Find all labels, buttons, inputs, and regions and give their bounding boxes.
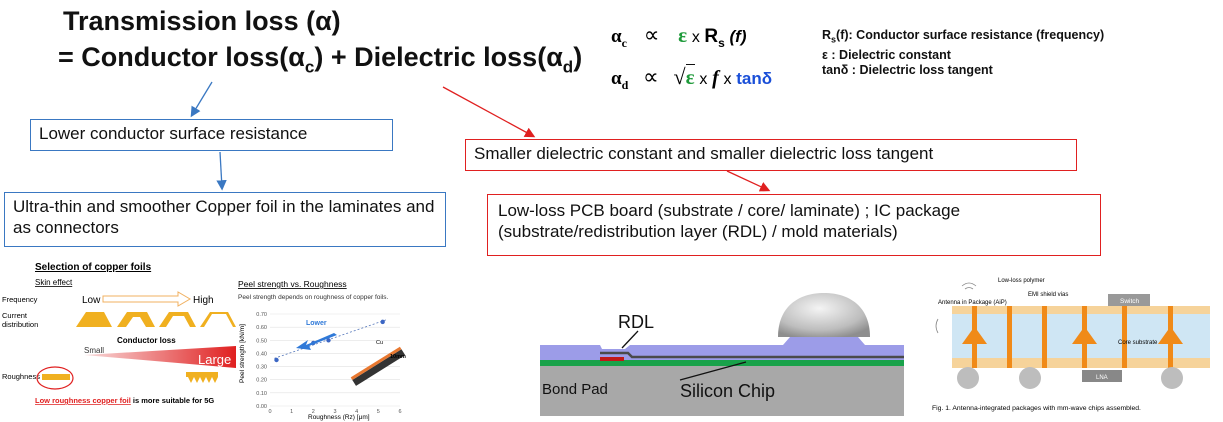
low-loss-polymer-label: Low-loss polymer bbox=[998, 278, 1045, 284]
x-tick-label: 5 bbox=[377, 409, 380, 415]
core-substrate-label: Core substrate bbox=[1118, 340, 1158, 346]
rdl-figure: RDL Bond Pad Silicon Chip bbox=[540, 283, 904, 416]
skin-effect-label: Skin effect bbox=[35, 278, 73, 287]
lna-label: LNA bbox=[1096, 375, 1108, 381]
wireless-icon bbox=[961, 282, 977, 290]
aip-figure: Low-loss polymer EMI shield vias Antenna… bbox=[932, 278, 1210, 412]
silicon-pointer bbox=[679, 361, 747, 381]
x-tick-label: 1 bbox=[290, 409, 293, 415]
aip-label: Antenna in Package (AiP) bbox=[938, 300, 1007, 306]
loss-wedge bbox=[84, 346, 236, 368]
copper-foil-box: Ultra-thin and smoother Copper foil in t… bbox=[4, 192, 446, 247]
copper-heading: Selection of copper foils bbox=[35, 262, 152, 273]
current-trapezoid-1 bbox=[76, 312, 112, 327]
y-tick-label: 0.50 bbox=[256, 338, 267, 344]
dim-label: 10mm bbox=[390, 354, 406, 360]
smooth-foil bbox=[42, 374, 70, 380]
arrow-to-conductor-box bbox=[190, 81, 213, 118]
data-point bbox=[274, 357, 279, 363]
y-tick-label: 0.10 bbox=[256, 391, 267, 397]
rdl-pointer bbox=[621, 330, 639, 349]
package-bottom bbox=[952, 358, 1210, 368]
legend-tan: tanδ : Dielectric loss tangent bbox=[822, 62, 993, 77]
aip-caption: Fig. 1. Antenna-integrated packages with… bbox=[932, 405, 1141, 412]
switch-chip bbox=[1108, 294, 1150, 306]
y-tick-label: 0.30 bbox=[256, 365, 267, 371]
package-top bbox=[952, 306, 1210, 314]
green-layer bbox=[540, 360, 904, 366]
peel-test-sample bbox=[350, 346, 406, 386]
conductor-surface-box: Lower conductor surface resistance bbox=[30, 119, 393, 151]
rdl-trace bbox=[600, 351, 904, 359]
bond-pad bbox=[600, 357, 624, 361]
silicon-chip-label: Silicon Chip bbox=[680, 381, 775, 401]
peel-subtitle: Peel strength depends on roughness of co… bbox=[238, 294, 389, 301]
switch-label: Switch bbox=[1120, 298, 1140, 305]
peel-strength-chart: Peel strength vs. Roughness Peel strengt… bbox=[238, 279, 406, 421]
x-axis-label: Roughness (Rz) [μm] bbox=[308, 414, 370, 421]
current-trapezoid-2 bbox=[117, 312, 155, 327]
title-line-2: = Conductor loss(αc) + Dielectric loss(α… bbox=[58, 42, 583, 77]
copper-foil-figure: Selection of copper foils Skin effect Fr… bbox=[2, 262, 236, 405]
wireless-icon-left bbox=[935, 318, 939, 334]
data-point bbox=[326, 338, 331, 343]
lna-chip bbox=[1082, 370, 1122, 382]
arrow-to-copper-box bbox=[216, 151, 227, 191]
silicon-layer bbox=[540, 365, 904, 416]
equation-alpha-d: αd ∝ √ε x f x tanδ bbox=[611, 64, 773, 92]
current-trapezoid-3 bbox=[159, 312, 196, 327]
y-tick-label: 0.00 bbox=[256, 404, 267, 410]
rdl-label: RDL bbox=[618, 312, 654, 332]
equation-alpha-c: αc ∝ ε x Rs (f) bbox=[611, 22, 747, 50]
cu-label: Cu bbox=[376, 340, 383, 346]
legend-rs: Rs(f): Conductor surface resistance (fre… bbox=[822, 28, 1105, 45]
solder-balls bbox=[957, 367, 1183, 389]
arrow-to-dielectric-box bbox=[442, 86, 536, 138]
copper-footer: Low roughness copper foil is more suitab… bbox=[35, 396, 214, 405]
title-line-1: Transmission loss (α) bbox=[63, 6, 341, 36]
dielectric-box: Smaller dielectric constant and smaller … bbox=[465, 139, 1077, 171]
lower-label: Lower bbox=[306, 320, 327, 327]
roughness-label: Roughness bbox=[2, 372, 40, 381]
trend-line bbox=[274, 319, 388, 359]
y-tick-label: 0.20 bbox=[256, 378, 267, 384]
flow-arrows bbox=[190, 81, 771, 192]
x-tick-label: 6 bbox=[398, 409, 401, 415]
legend-eps: ε : Dielectric constant bbox=[822, 47, 951, 62]
arrow-to-pcb-box bbox=[726, 170, 771, 192]
x-tick-label: 3 bbox=[333, 409, 336, 415]
data-point bbox=[380, 319, 385, 325]
shield-vias bbox=[962, 306, 1183, 368]
frequency-label: Frequency bbox=[2, 295, 38, 304]
peel-title: Peel strength vs. Roughness bbox=[238, 279, 347, 289]
pcb-box: Low-loss PCB board (substrate / core/ la… bbox=[487, 194, 1101, 256]
y-axis-label: Peel strength [kN/m] bbox=[239, 324, 246, 383]
large-label: Large bbox=[198, 352, 231, 367]
high-label: High bbox=[193, 295, 214, 306]
current-label: Current bbox=[2, 311, 28, 320]
conductor-loss-label: Conductor loss bbox=[117, 336, 176, 345]
roughness-circle bbox=[36, 366, 74, 390]
x-tick-label: 2 bbox=[312, 409, 315, 415]
frequency-arrow bbox=[102, 291, 191, 307]
symbol-legend: Rs(f): Conductor surface resistance (fre… bbox=[822, 28, 1104, 78]
low-label: Low bbox=[82, 295, 101, 306]
rough-foil bbox=[186, 372, 218, 383]
y-tick-label: 0.70 bbox=[256, 312, 267, 318]
solder-bump bbox=[778, 293, 870, 337]
x-tick-label: 4 bbox=[355, 409, 358, 415]
y-tick-label: 0.60 bbox=[256, 325, 267, 331]
lower-arrow bbox=[296, 333, 337, 350]
emi-label: EMI shield vias bbox=[1028, 292, 1068, 298]
y-tick-label: 0.40 bbox=[256, 351, 267, 357]
small-label: Small bbox=[84, 346, 104, 355]
bond-pad-label: Bond Pad bbox=[542, 381, 608, 398]
distribution-label: distribution bbox=[2, 320, 38, 329]
current-trapezoid-4 bbox=[200, 312, 236, 327]
x-tick-label: 0 bbox=[268, 409, 271, 415]
